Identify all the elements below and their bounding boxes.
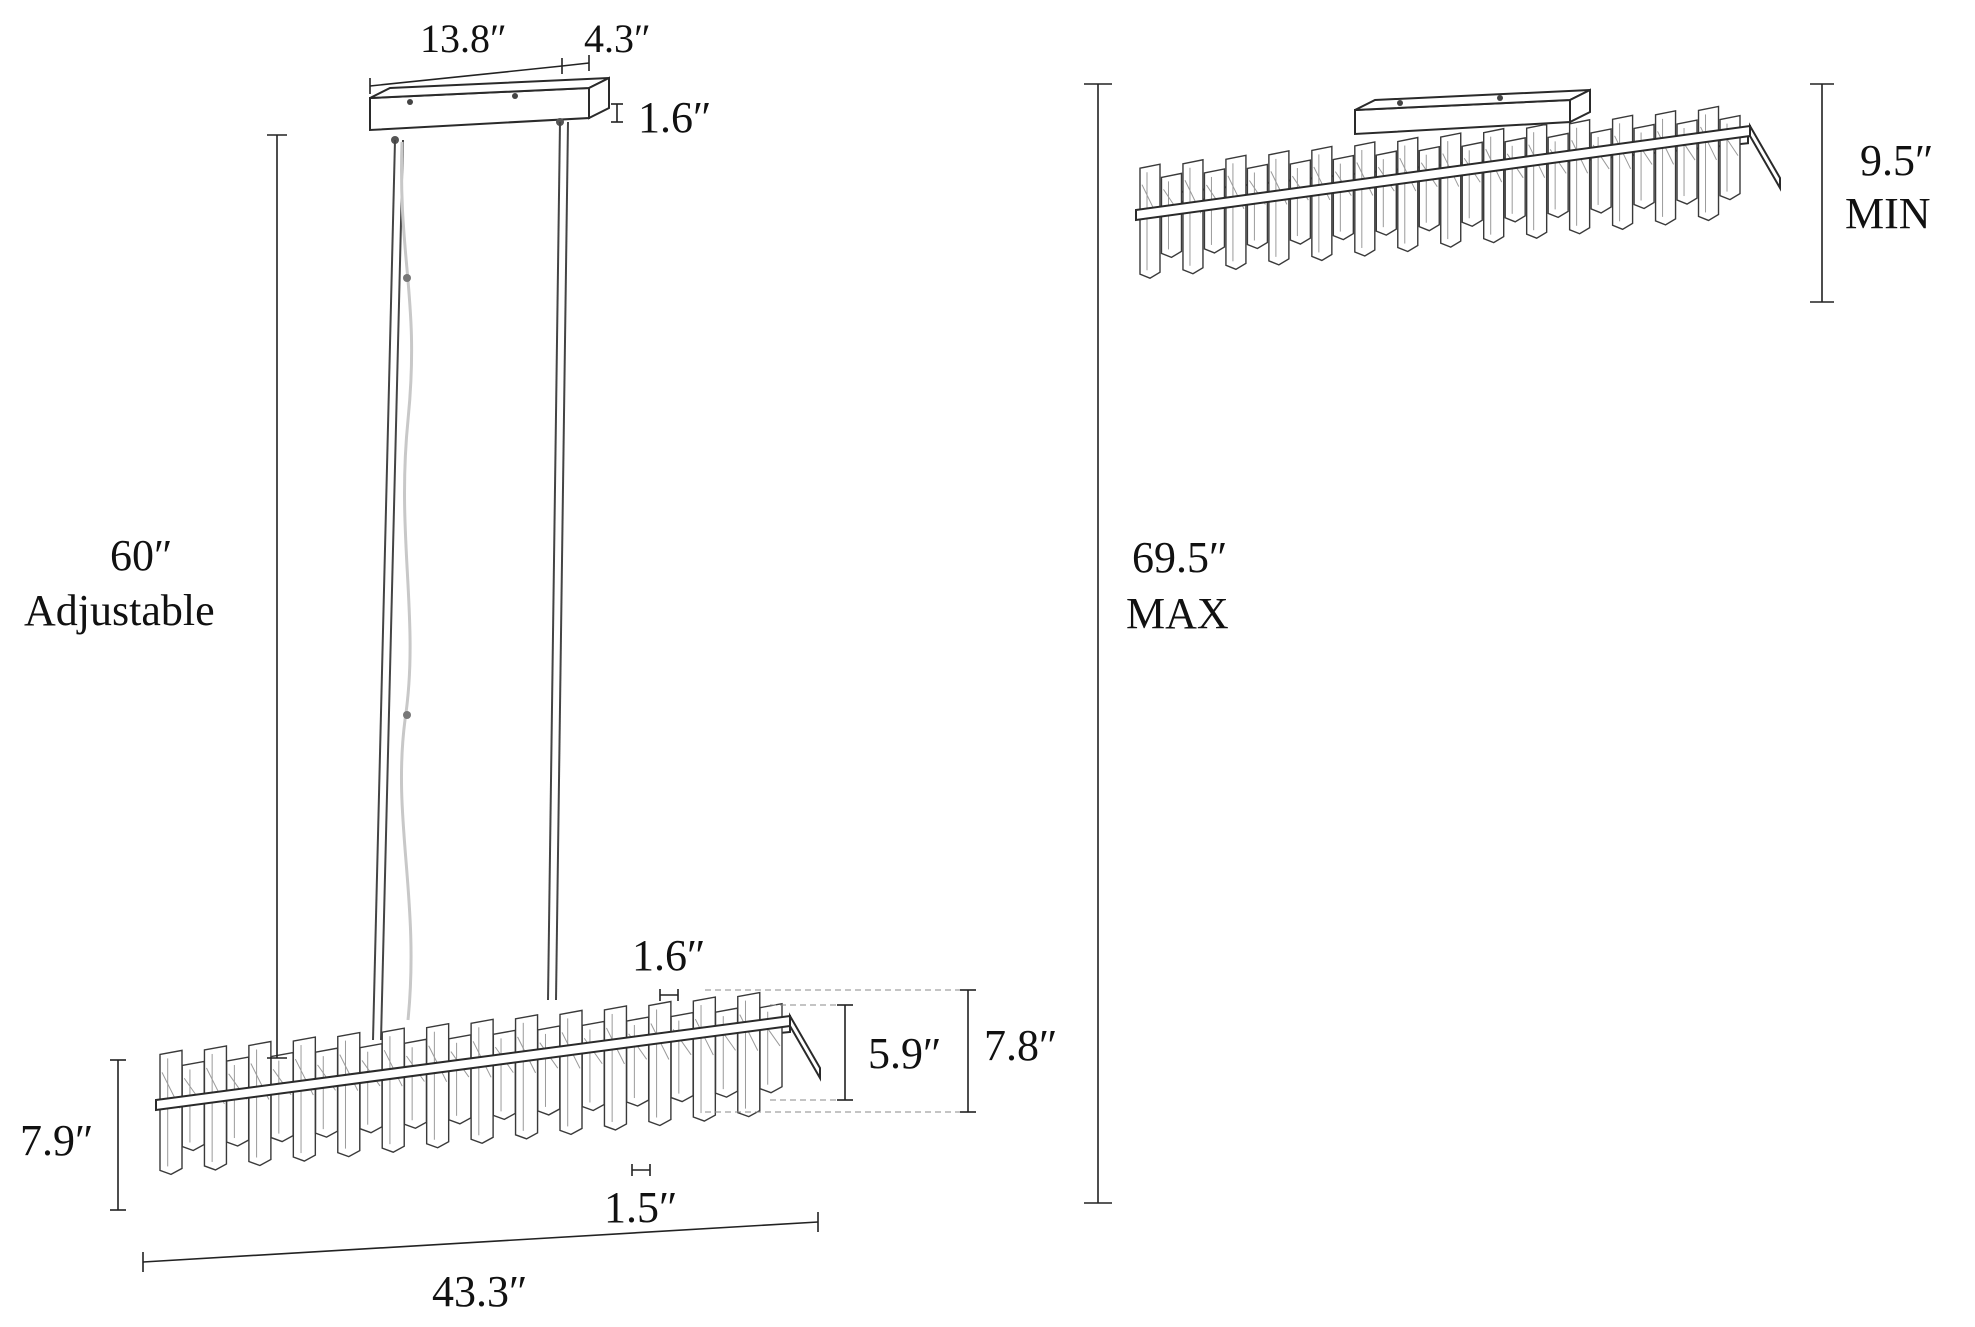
crystal bbox=[1525, 123, 1548, 239]
label-max-text: MAX bbox=[1126, 589, 1229, 638]
label-inner-height: 5.9″ bbox=[868, 1029, 941, 1078]
dim-adjustable: 60″ Adjustable bbox=[24, 134, 287, 1059]
canopy bbox=[369, 76, 610, 144]
crystal bbox=[448, 1033, 472, 1125]
label-canopy-height: 1.6″ bbox=[638, 93, 711, 142]
label-canopy-length: 13.8″ bbox=[420, 16, 507, 61]
crystal bbox=[292, 1036, 317, 1162]
crystal bbox=[1568, 118, 1591, 235]
dim-crystal-width-top: 1.6″ bbox=[632, 931, 705, 1001]
crystal bbox=[337, 1031, 361, 1158]
crystal bbox=[559, 1009, 583, 1136]
crystal bbox=[1611, 114, 1634, 231]
dim-max-height: 69.5″ MAX bbox=[1084, 83, 1229, 1204]
crystal bbox=[648, 1000, 672, 1127]
crystal bbox=[1182, 158, 1204, 275]
dim-canopy-length: 13.8″ 4.3″ bbox=[369, 16, 651, 94]
crystal bbox=[537, 1025, 561, 1116]
crystal bbox=[403, 1038, 428, 1130]
crystal bbox=[670, 1011, 694, 1103]
crystal bbox=[425, 1022, 450, 1149]
crystal bbox=[603, 1005, 628, 1131]
label-adjustable-text: Adjustable bbox=[24, 586, 215, 635]
label-max-value: 69.5″ bbox=[1132, 533, 1227, 582]
label-adjustable-value: 60″ bbox=[110, 531, 172, 580]
crystal bbox=[514, 1014, 539, 1140]
dim-crystal-width-bottom: 1.5″ bbox=[604, 1164, 677, 1232]
crystal bbox=[1504, 136, 1526, 223]
label-crystal-width-bottom: 1.5″ bbox=[604, 1183, 677, 1232]
crystal-body-main bbox=[155, 991, 821, 1176]
label-outer-height: 7.8″ bbox=[984, 1021, 1057, 1070]
label-crystal-width-top: 1.6″ bbox=[632, 931, 705, 980]
crystal bbox=[159, 1049, 183, 1176]
crystal bbox=[248, 1040, 272, 1167]
label-fixture-length: 43.3″ bbox=[432, 1267, 527, 1316]
crystal bbox=[381, 1027, 405, 1153]
crystal bbox=[225, 1056, 250, 1147]
crystal bbox=[359, 1042, 383, 1134]
crystal bbox=[1332, 154, 1355, 241]
dim-crystal-heights: 5.9″ 7.8″ bbox=[705, 989, 1057, 1113]
crystal bbox=[1139, 163, 1161, 279]
crystal bbox=[492, 1029, 517, 1121]
crystal bbox=[737, 991, 761, 1118]
crystal bbox=[625, 1016, 650, 1107]
crystal bbox=[1418, 145, 1440, 232]
crystal bbox=[270, 1051, 294, 1143]
dim-fixture-height: 7.9″ bbox=[20, 1059, 126, 1211]
crystal bbox=[714, 1007, 739, 1098]
crystal-body-min bbox=[1135, 105, 1781, 279]
label-min-value: 9.5″ bbox=[1860, 136, 1933, 185]
crystal bbox=[1590, 128, 1612, 214]
crystal bbox=[1654, 110, 1677, 226]
suspension-cables bbox=[372, 121, 569, 1041]
crystal bbox=[1225, 154, 1247, 271]
crystal bbox=[1461, 141, 1483, 228]
crystal bbox=[1268, 150, 1290, 266]
crystal bbox=[1483, 127, 1505, 244]
label-canopy-width: 4.3″ bbox=[584, 16, 651, 61]
crystal bbox=[1354, 141, 1376, 257]
dim-canopy-height: 1.6″ bbox=[611, 93, 711, 142]
crystal bbox=[1246, 163, 1269, 250]
max-fixture-drawing bbox=[155, 76, 821, 1176]
min-fixture-drawing bbox=[1135, 88, 1781, 279]
label-fixture-height: 7.9″ bbox=[20, 1116, 93, 1165]
crystal bbox=[1676, 119, 1698, 205]
label-min-text: MIN bbox=[1845, 189, 1931, 238]
crystal bbox=[470, 1018, 494, 1145]
crystal bbox=[1311, 145, 1333, 262]
crystal bbox=[1375, 150, 1397, 236]
canopy-min bbox=[1354, 88, 1591, 136]
crystal bbox=[581, 1020, 605, 1112]
crystal bbox=[1397, 136, 1419, 253]
crystal bbox=[1697, 105, 1720, 222]
crystal bbox=[1440, 132, 1462, 248]
crystal bbox=[1289, 159, 1312, 245]
dim-min-height: 9.5″ MIN bbox=[1810, 83, 1933, 303]
crystal bbox=[314, 1047, 339, 1138]
crystal bbox=[1633, 123, 1655, 210]
crystal bbox=[692, 996, 717, 1122]
crystal bbox=[1547, 132, 1569, 219]
crystal bbox=[203, 1045, 228, 1171]
dim-fixture-length: 43.3″ bbox=[142, 1212, 819, 1316]
